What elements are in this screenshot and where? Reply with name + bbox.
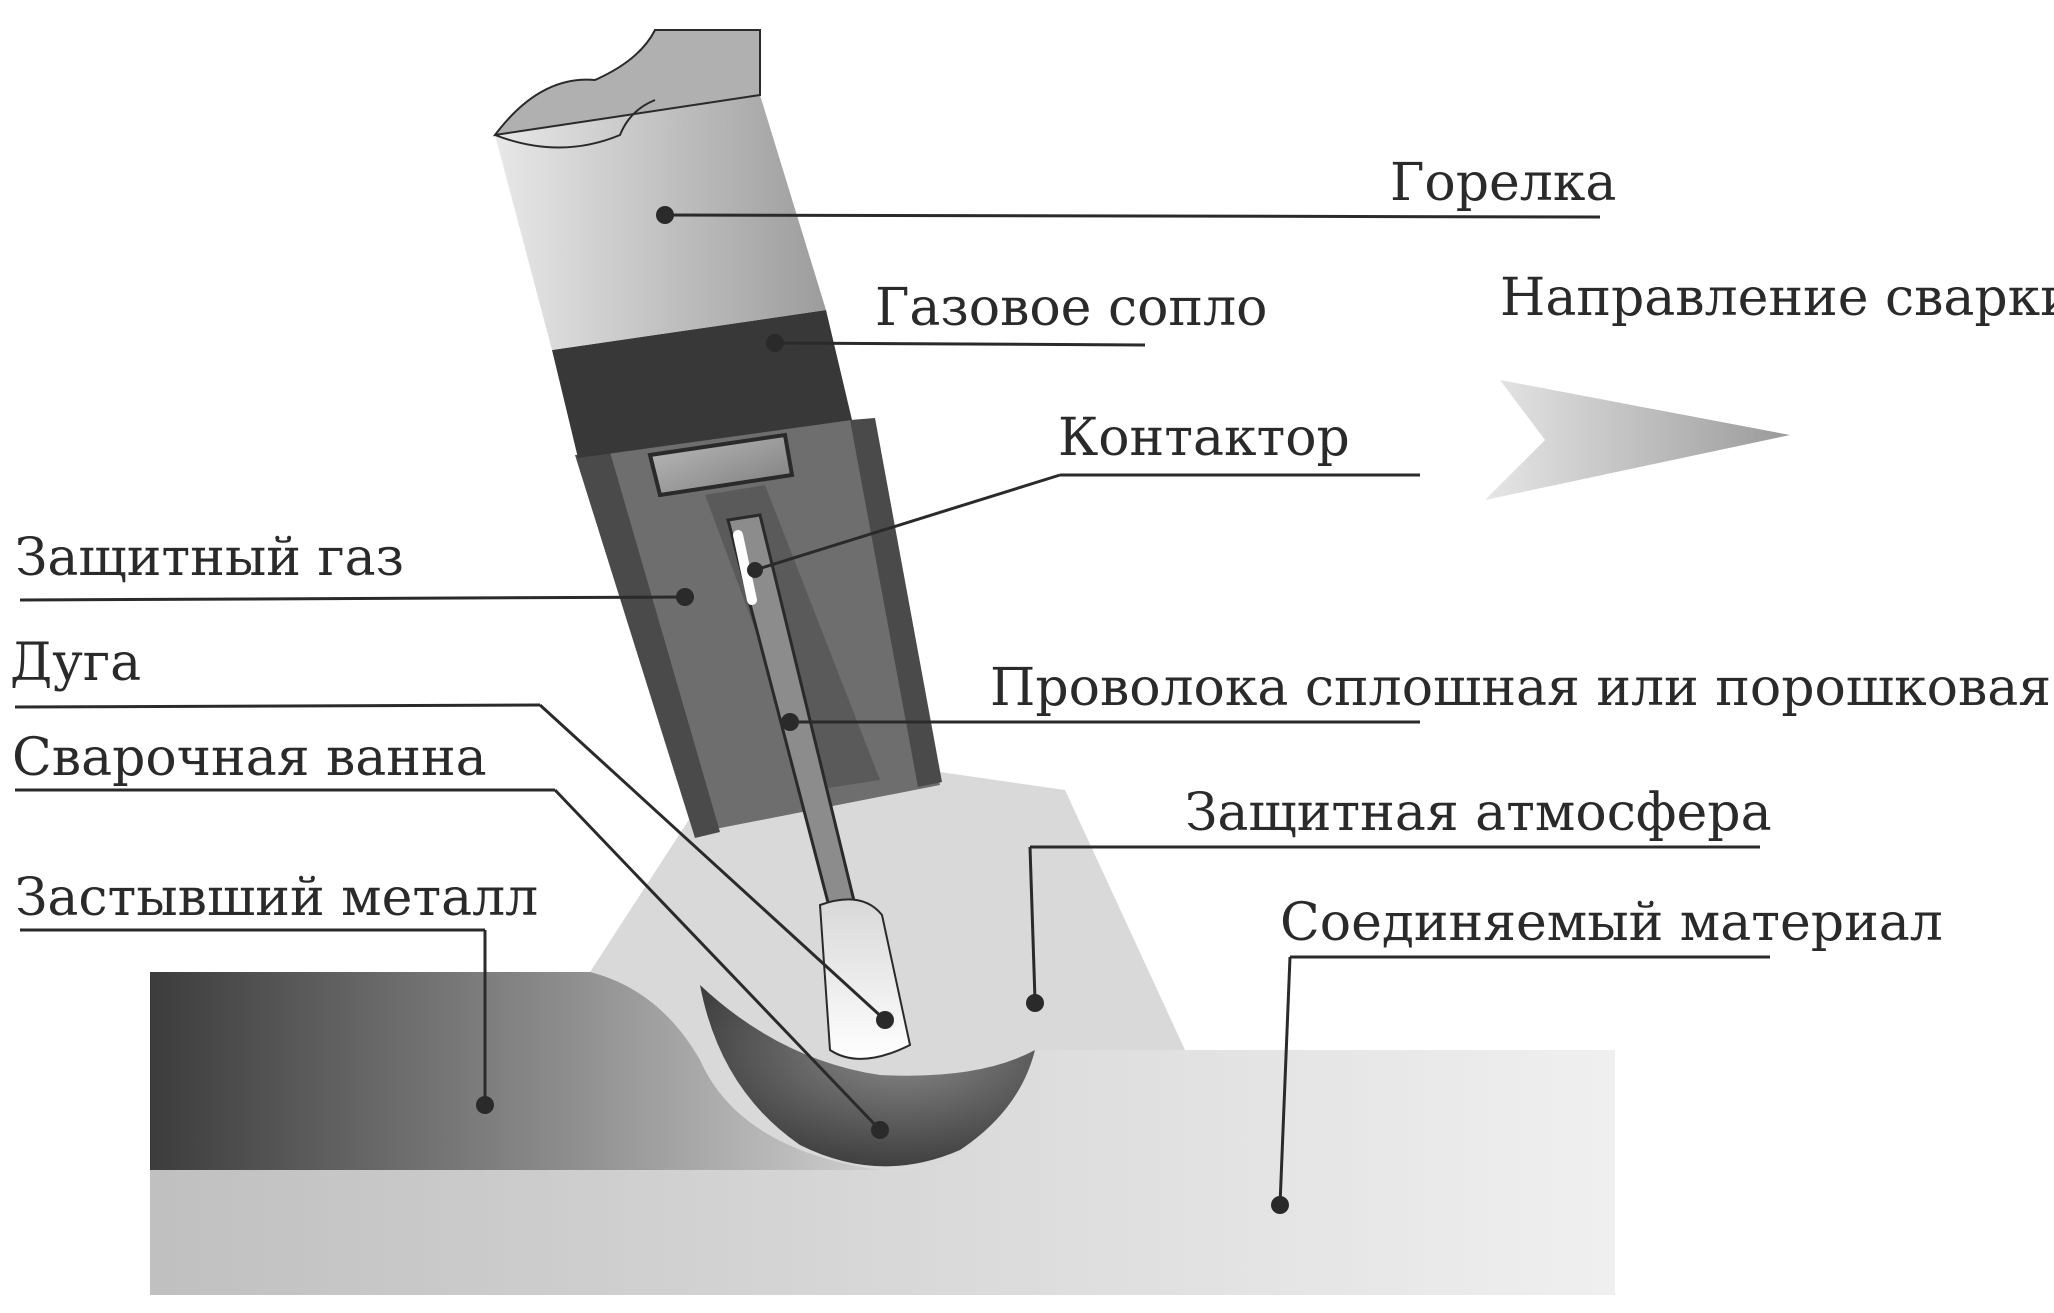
label-wire: Проволока сплошная или порошковая — [990, 658, 2051, 718]
leader-dots — [476, 206, 1289, 1214]
label-torch: Горелка — [1390, 153, 1616, 213]
weld-pool — [700, 985, 1035, 1167]
label-weld-pool: Сварочная ванна — [12, 728, 487, 788]
label-welding-direction: Направление сварки — [1500, 268, 2054, 328]
label-shielding-atmosphere: Защитная атмосфера — [1185, 783, 1772, 843]
label-gas-nozzle: Газовое сопло — [875, 278, 1267, 338]
leader-lines — [14, 213, 1770, 1206]
label-contact-tip: Контактор — [1058, 408, 1350, 468]
contact-tip-cap — [647, 432, 795, 498]
label-solidified-metal: Застывший металл — [15, 868, 538, 928]
base-material-block — [150, 1050, 1615, 1295]
torch-top — [492, 29, 762, 137]
label-arc: Дуга — [10, 633, 141, 693]
welding-direction-arrow — [1485, 380, 1790, 500]
torch-assembly — [492, 29, 942, 912]
label-shielding-gas: Защитный газ — [15, 528, 404, 588]
label-base-material: Соединяемый материал — [1280, 893, 1943, 953]
